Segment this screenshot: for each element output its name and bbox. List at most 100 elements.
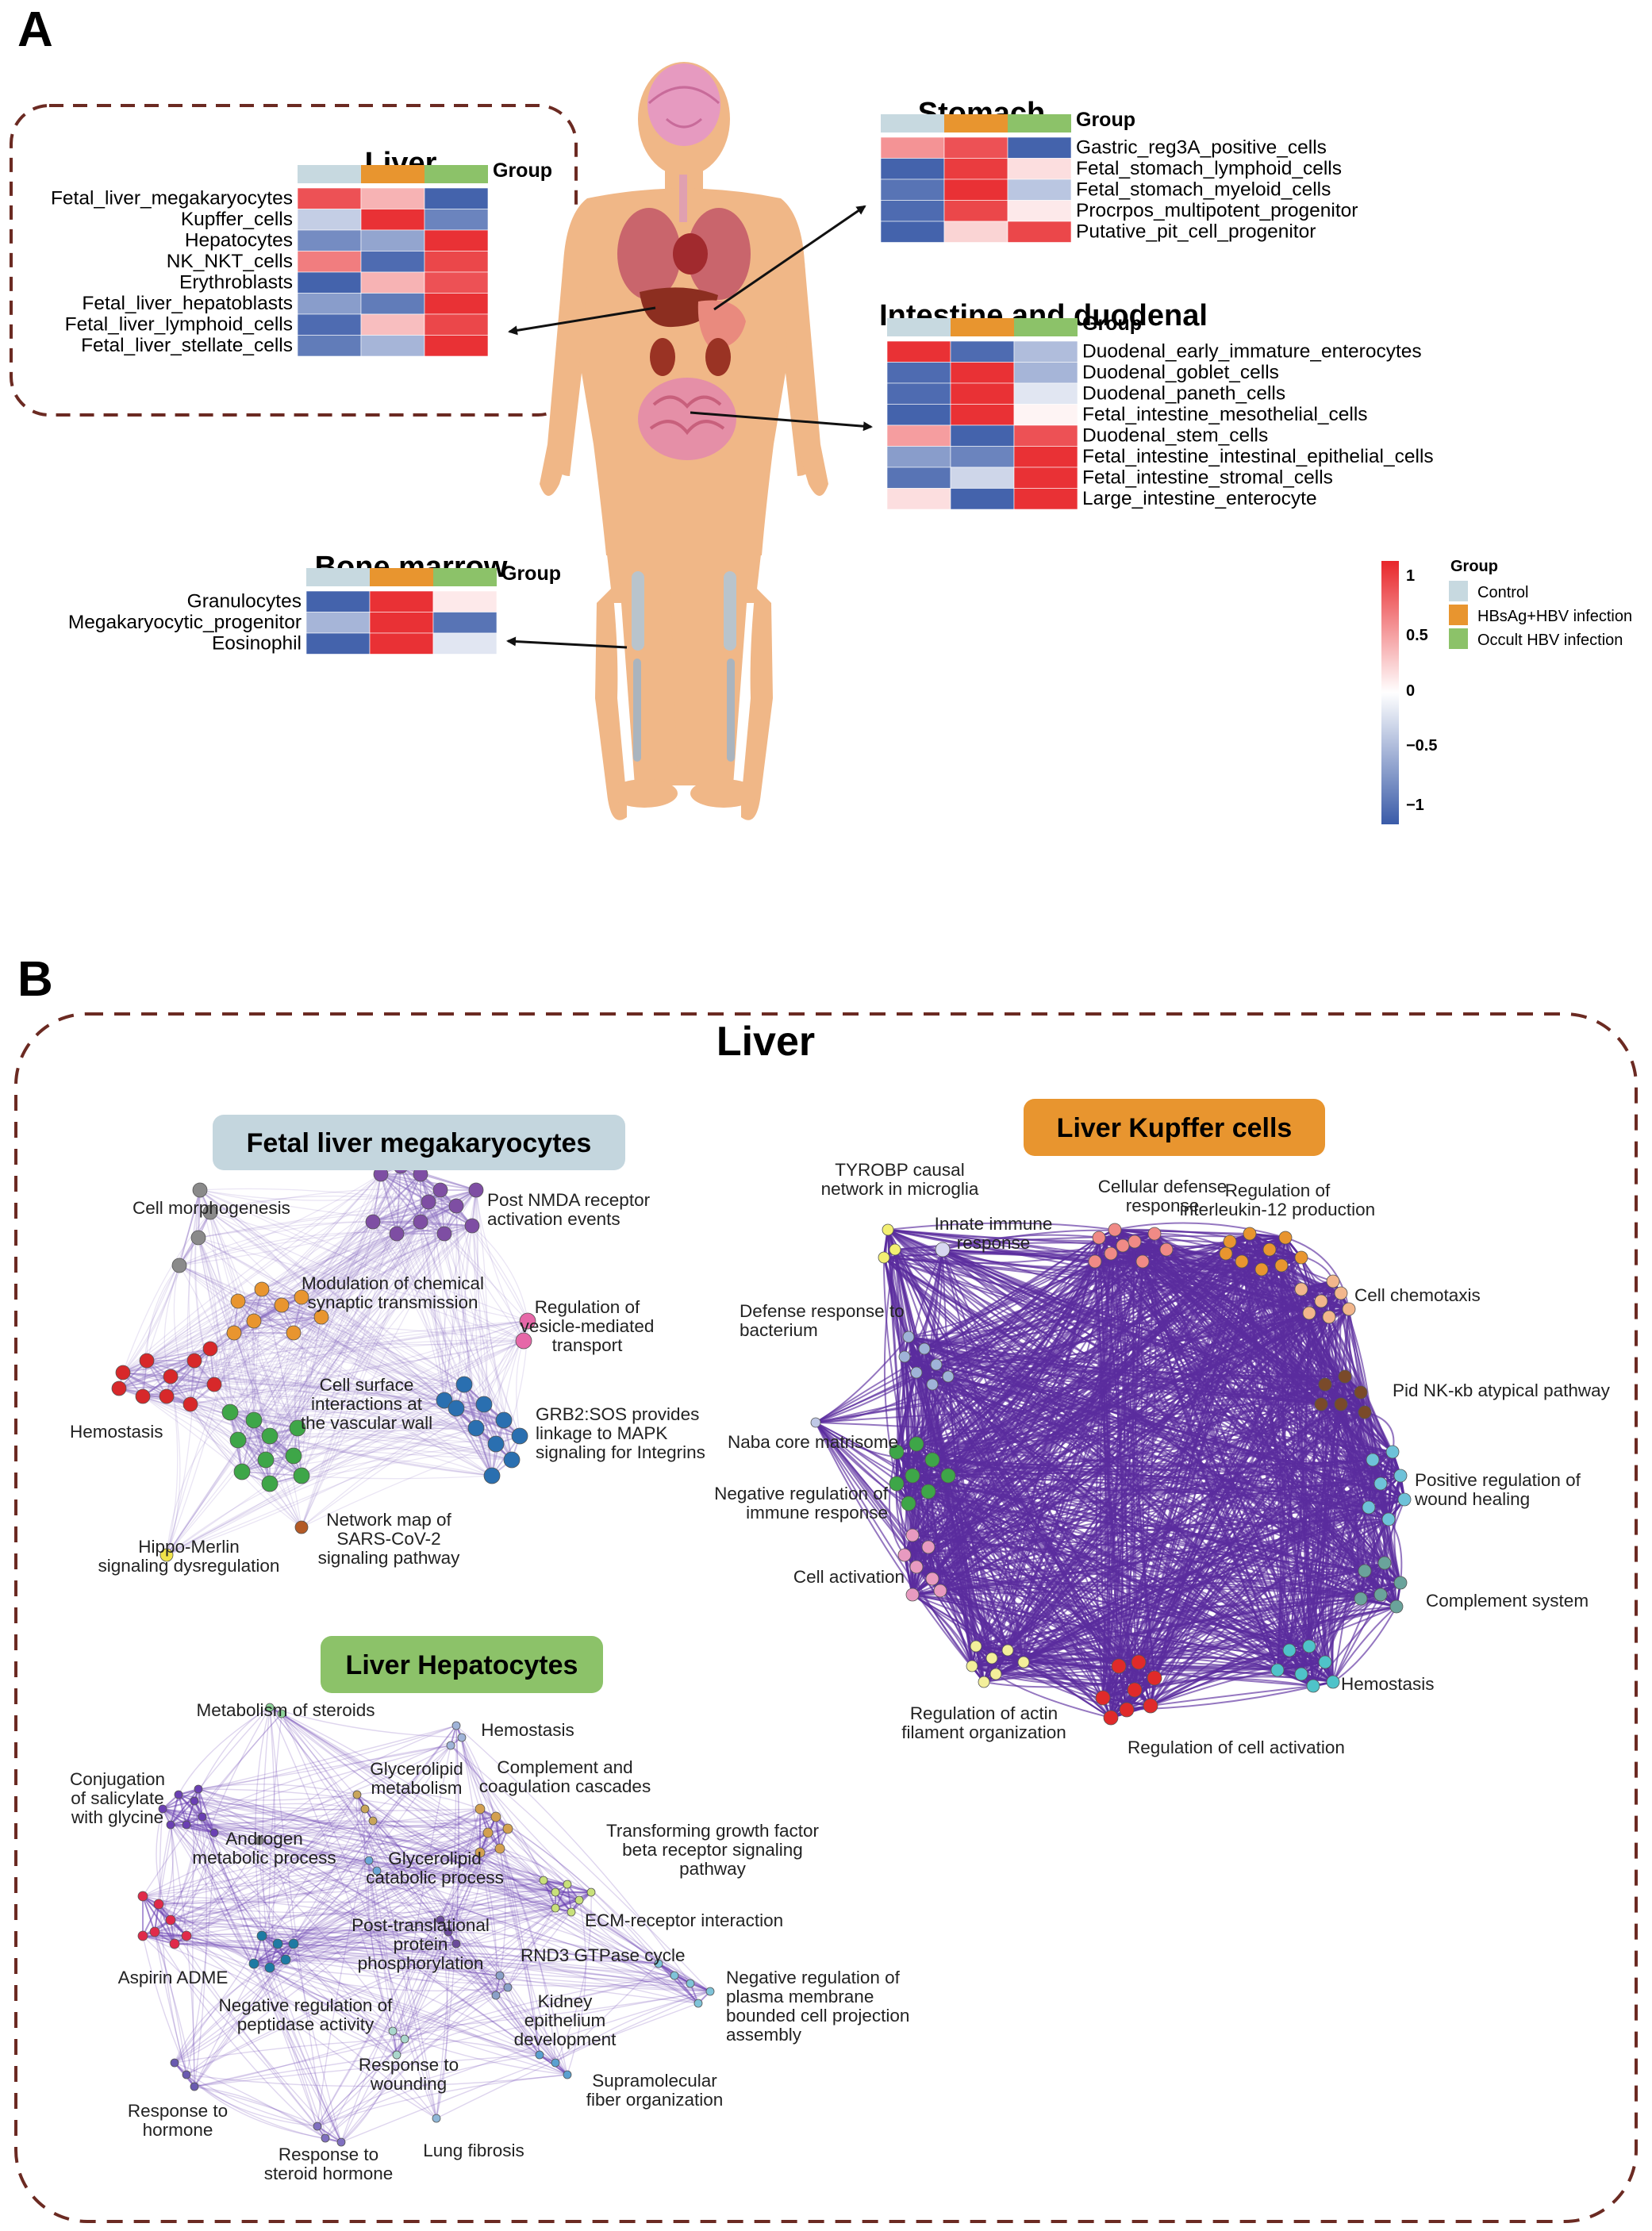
network-cluster-label-line: Negative regulation of	[219, 1995, 394, 2015]
network-cluster-label-line: vesicle-mediated	[521, 1316, 655, 1336]
network-edge	[166, 1376, 179, 1556]
network-edge	[253, 1919, 441, 1964]
network-edge	[166, 1225, 473, 1397]
network-edge	[209, 1195, 429, 1213]
network-node	[413, 1214, 428, 1230]
network-edge	[118, 1360, 195, 1389]
network-edge	[174, 1943, 286, 1960]
network-edge	[1023, 1661, 1135, 1691]
network-edge	[396, 1991, 711, 2056]
network-edge	[1099, 1253, 1112, 1718]
network-node	[933, 1584, 947, 1598]
network-cluster-label-line: Cell chemotaxis	[1354, 1285, 1481, 1305]
network-edge	[396, 1233, 445, 1401]
network-edge	[281, 1713, 489, 1834]
network-node	[182, 1396, 198, 1412]
heatmap-cell	[297, 271, 362, 294]
network-edge	[192, 1800, 195, 2087]
heatmap-row-label: Fetal_liver_stellate_cells	[81, 335, 293, 356]
network-node	[294, 1520, 309, 1534]
network-edge	[376, 1870, 592, 1893]
network-edge	[198, 1189, 201, 1238]
network-edge	[188, 1189, 201, 1361]
network-cluster-label-line: signaling dysregulation	[98, 1556, 280, 1576]
network-edge	[1150, 1582, 1401, 1707]
network-edge	[392, 1987, 509, 2032]
network-node	[535, 2050, 544, 2060]
network-node	[313, 2122, 322, 2131]
network-node	[388, 2026, 398, 2036]
network-edge	[301, 1233, 445, 1476]
network-edge	[162, 1808, 691, 1984]
network-edge	[1094, 1261, 1302, 1675]
network-node	[925, 1572, 939, 1586]
network-edge	[293, 1808, 481, 1945]
network-edge	[674, 1975, 699, 2004]
network-edge	[555, 1963, 659, 2064]
network-node	[248, 1958, 259, 1969]
network-node	[432, 2114, 441, 2123]
network-edge	[285, 1832, 489, 1960]
network-node	[165, 1914, 176, 1926]
network-node	[229, 1431, 247, 1449]
network-edge	[194, 2054, 398, 2087]
network-edge	[194, 1800, 509, 1988]
network-edge	[372, 1173, 421, 1223]
network-edge	[146, 1320, 255, 1361]
network-edge	[198, 1237, 528, 1322]
network-edge	[229, 1411, 513, 1461]
network-edge	[392, 1907, 556, 2032]
network-edge	[186, 1808, 481, 1937]
network-cluster-label-line: with glycine	[71, 1807, 163, 1827]
network-edge	[186, 1935, 568, 2075]
network-edge	[253, 1320, 524, 1342]
network-edge	[166, 1360, 195, 1556]
network-edge	[380, 1173, 477, 1191]
network-edge	[436, 1725, 457, 2119]
network-edge	[475, 1189, 524, 1342]
network-node	[978, 1676, 990, 1688]
network-node	[511, 1427, 528, 1445]
network-edge	[237, 1439, 493, 1476]
network-edge	[213, 1832, 286, 1960]
network-edge	[1114, 1229, 1155, 1679]
network-edge	[154, 1931, 187, 2075]
network-edge	[174, 1794, 358, 1945]
network-node	[230, 1293, 246, 1309]
network-edge	[1332, 1606, 1397, 1683]
network-edge	[179, 1231, 398, 1266]
network-node	[285, 1447, 302, 1465]
network-edge	[293, 1233, 398, 1334]
heatmap-bone_marrow: Bone marrowGroupGranulocytesMegakaryocyt…	[68, 551, 561, 655]
network-edge	[1007, 1269, 1262, 1651]
network-edge	[142, 1935, 175, 1945]
network-node	[1235, 1254, 1249, 1269]
network-node	[1127, 1682, 1143, 1698]
network-node	[551, 2058, 560, 2068]
network-cluster-label: Lung fibrosis	[423, 2141, 524, 2160]
network-edge	[146, 1265, 180, 1361]
network-edge	[259, 1737, 463, 1841]
network-node	[1270, 1663, 1285, 1677]
network-cluster-label-line: Pid NK-κb atypical pathway	[1393, 1380, 1611, 1400]
network-edge	[178, 1794, 481, 1853]
network-node	[421, 1194, 436, 1210]
network-edge	[269, 1707, 378, 1872]
network-node	[515, 1332, 532, 1350]
network-edge	[199, 1189, 524, 1342]
network-edge	[142, 1396, 271, 1484]
network-edge	[198, 1237, 298, 1429]
network-edge	[567, 1883, 572, 1913]
network-edge	[372, 1820, 556, 1893]
network-node	[503, 1451, 521, 1469]
group-bar-cell	[1014, 318, 1078, 336]
network-edge	[194, 2054, 540, 2087]
network-edge	[213, 1745, 451, 1834]
network-cluster-label-line: development	[514, 2029, 617, 2049]
network-edge	[199, 1188, 429, 1203]
network-edge	[118, 1388, 513, 1461]
network-edge	[213, 1384, 457, 1410]
network-edge	[142, 1396, 239, 1441]
